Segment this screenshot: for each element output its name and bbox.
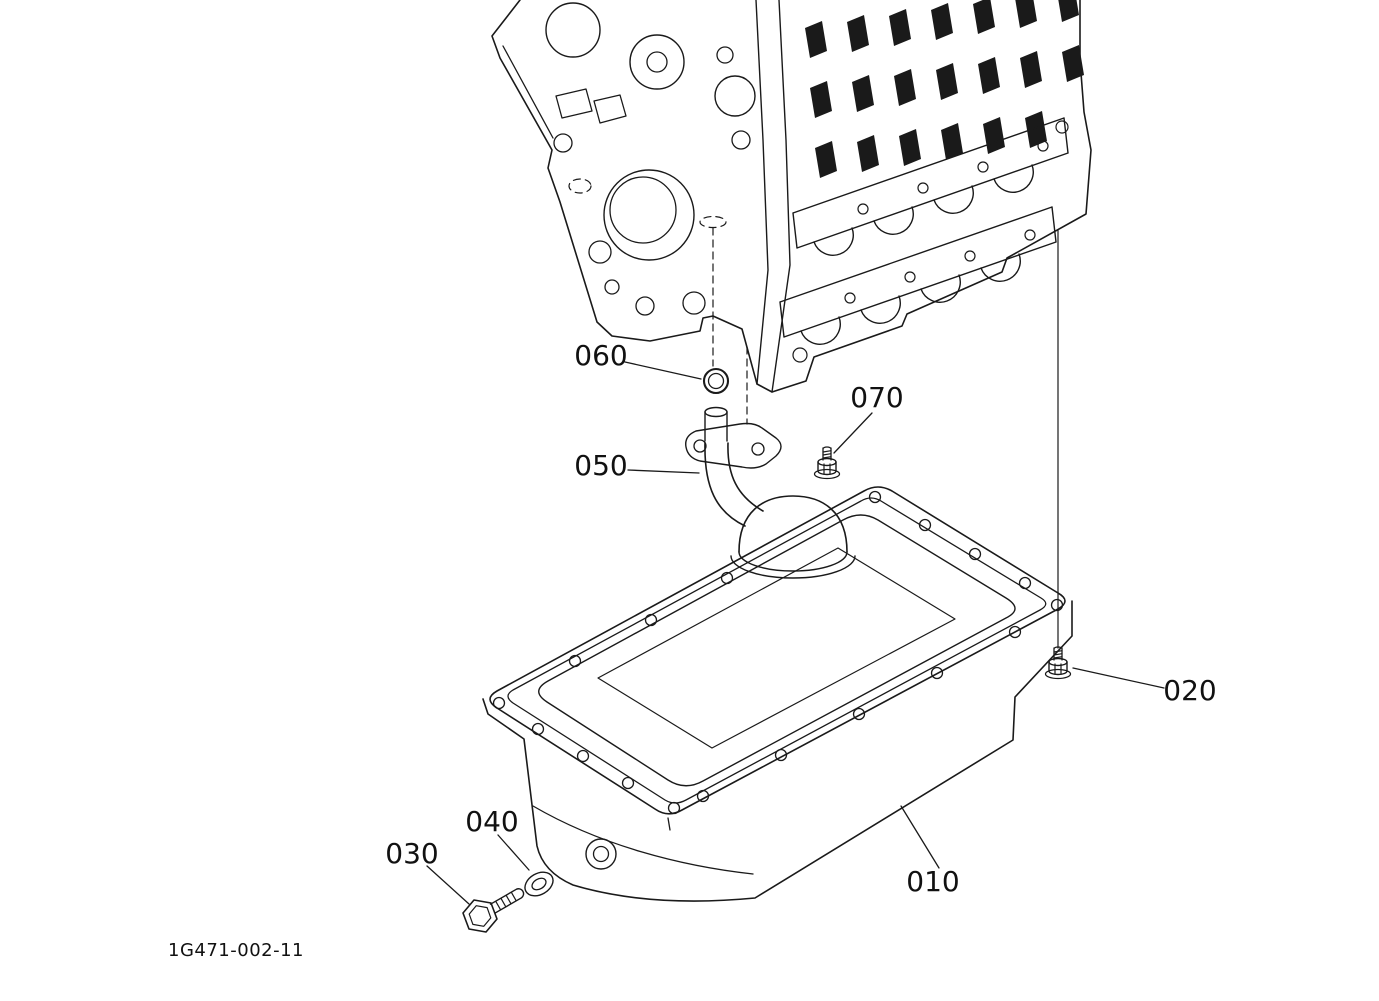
drain-boss — [585, 838, 617, 870]
leader-line-010 — [900, 805, 940, 869]
callout-050-label: 050 — [574, 449, 627, 482]
callout-060-label: 060 — [574, 339, 627, 372]
flange-bolt-right-drawing — [1044, 646, 1072, 680]
flange-bolt-upper-drawing — [813, 446, 841, 480]
callout-070: 070 — [833, 381, 904, 454]
oil-pan-drawing — [482, 486, 1073, 902]
centerlines — [699, 215, 1059, 649]
drain-plug-drawing — [462, 888, 525, 933]
leader-line-070 — [833, 412, 873, 454]
callout-010-label: 010 — [906, 865, 959, 898]
leader-line-020 — [1072, 667, 1165, 689]
block-face-holes — [545, 2, 756, 316]
o-ring-drawing — [702, 367, 730, 395]
callout-060: 060 — [574, 339, 702, 380]
callout-020: 020 — [1072, 667, 1217, 707]
callout-040-label: 040 — [465, 805, 518, 838]
callout-050: 050 — [574, 449, 700, 482]
pan-body — [482, 600, 1073, 902]
strainer-bell — [730, 495, 856, 579]
leader-line-050 — [627, 469, 700, 474]
engine-block-drawing — [491, 0, 1092, 649]
pipe-mount-flange — [685, 422, 782, 469]
leader-line-040 — [497, 834, 530, 871]
callouts: 060 070 050 020 040 030 010 — [385, 339, 1217, 905]
callout-070-label: 070 — [850, 381, 903, 414]
leader-line-030 — [426, 865, 470, 905]
flange-bolt-holes — [492, 490, 1064, 815]
crankcase-openings — [805, 0, 1084, 178]
callout-010: 010 — [900, 805, 960, 898]
drain-washer-drawing — [524, 871, 554, 897]
leader-line-060 — [624, 361, 702, 380]
bearing-saddle-strips — [779, 117, 1069, 363]
callout-020-label: 020 — [1163, 674, 1216, 707]
callout-030: 030 — [385, 837, 470, 905]
callout-040: 040 — [465, 805, 530, 871]
drawing-code: 1G471-002-11 — [168, 940, 304, 961]
callout-030-label: 030 — [385, 837, 438, 870]
suction-pipe-drawing — [685, 406, 856, 579]
